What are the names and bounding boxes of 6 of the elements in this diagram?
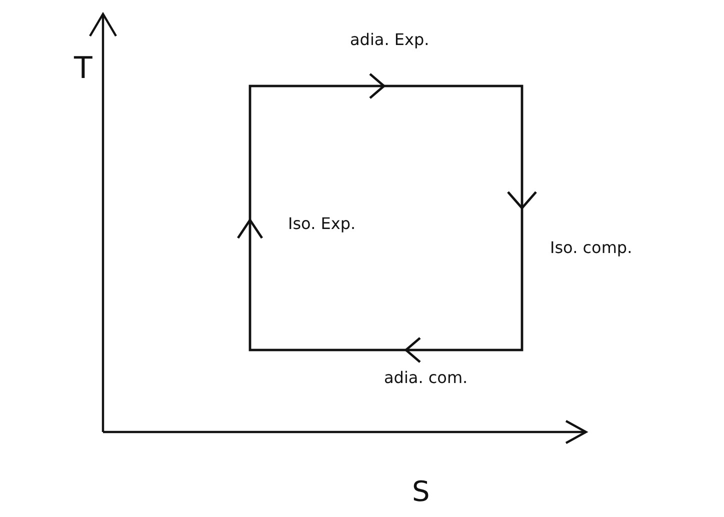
process-label: Iso. comp. (550, 238, 632, 258)
process-label: Iso. Exp. (288, 214, 356, 234)
axis-label: T (74, 52, 92, 86)
process-label: adia. Exp. (350, 30, 430, 50)
axis-label: S (412, 476, 430, 508)
process-label: adia. com. (384, 368, 468, 388)
